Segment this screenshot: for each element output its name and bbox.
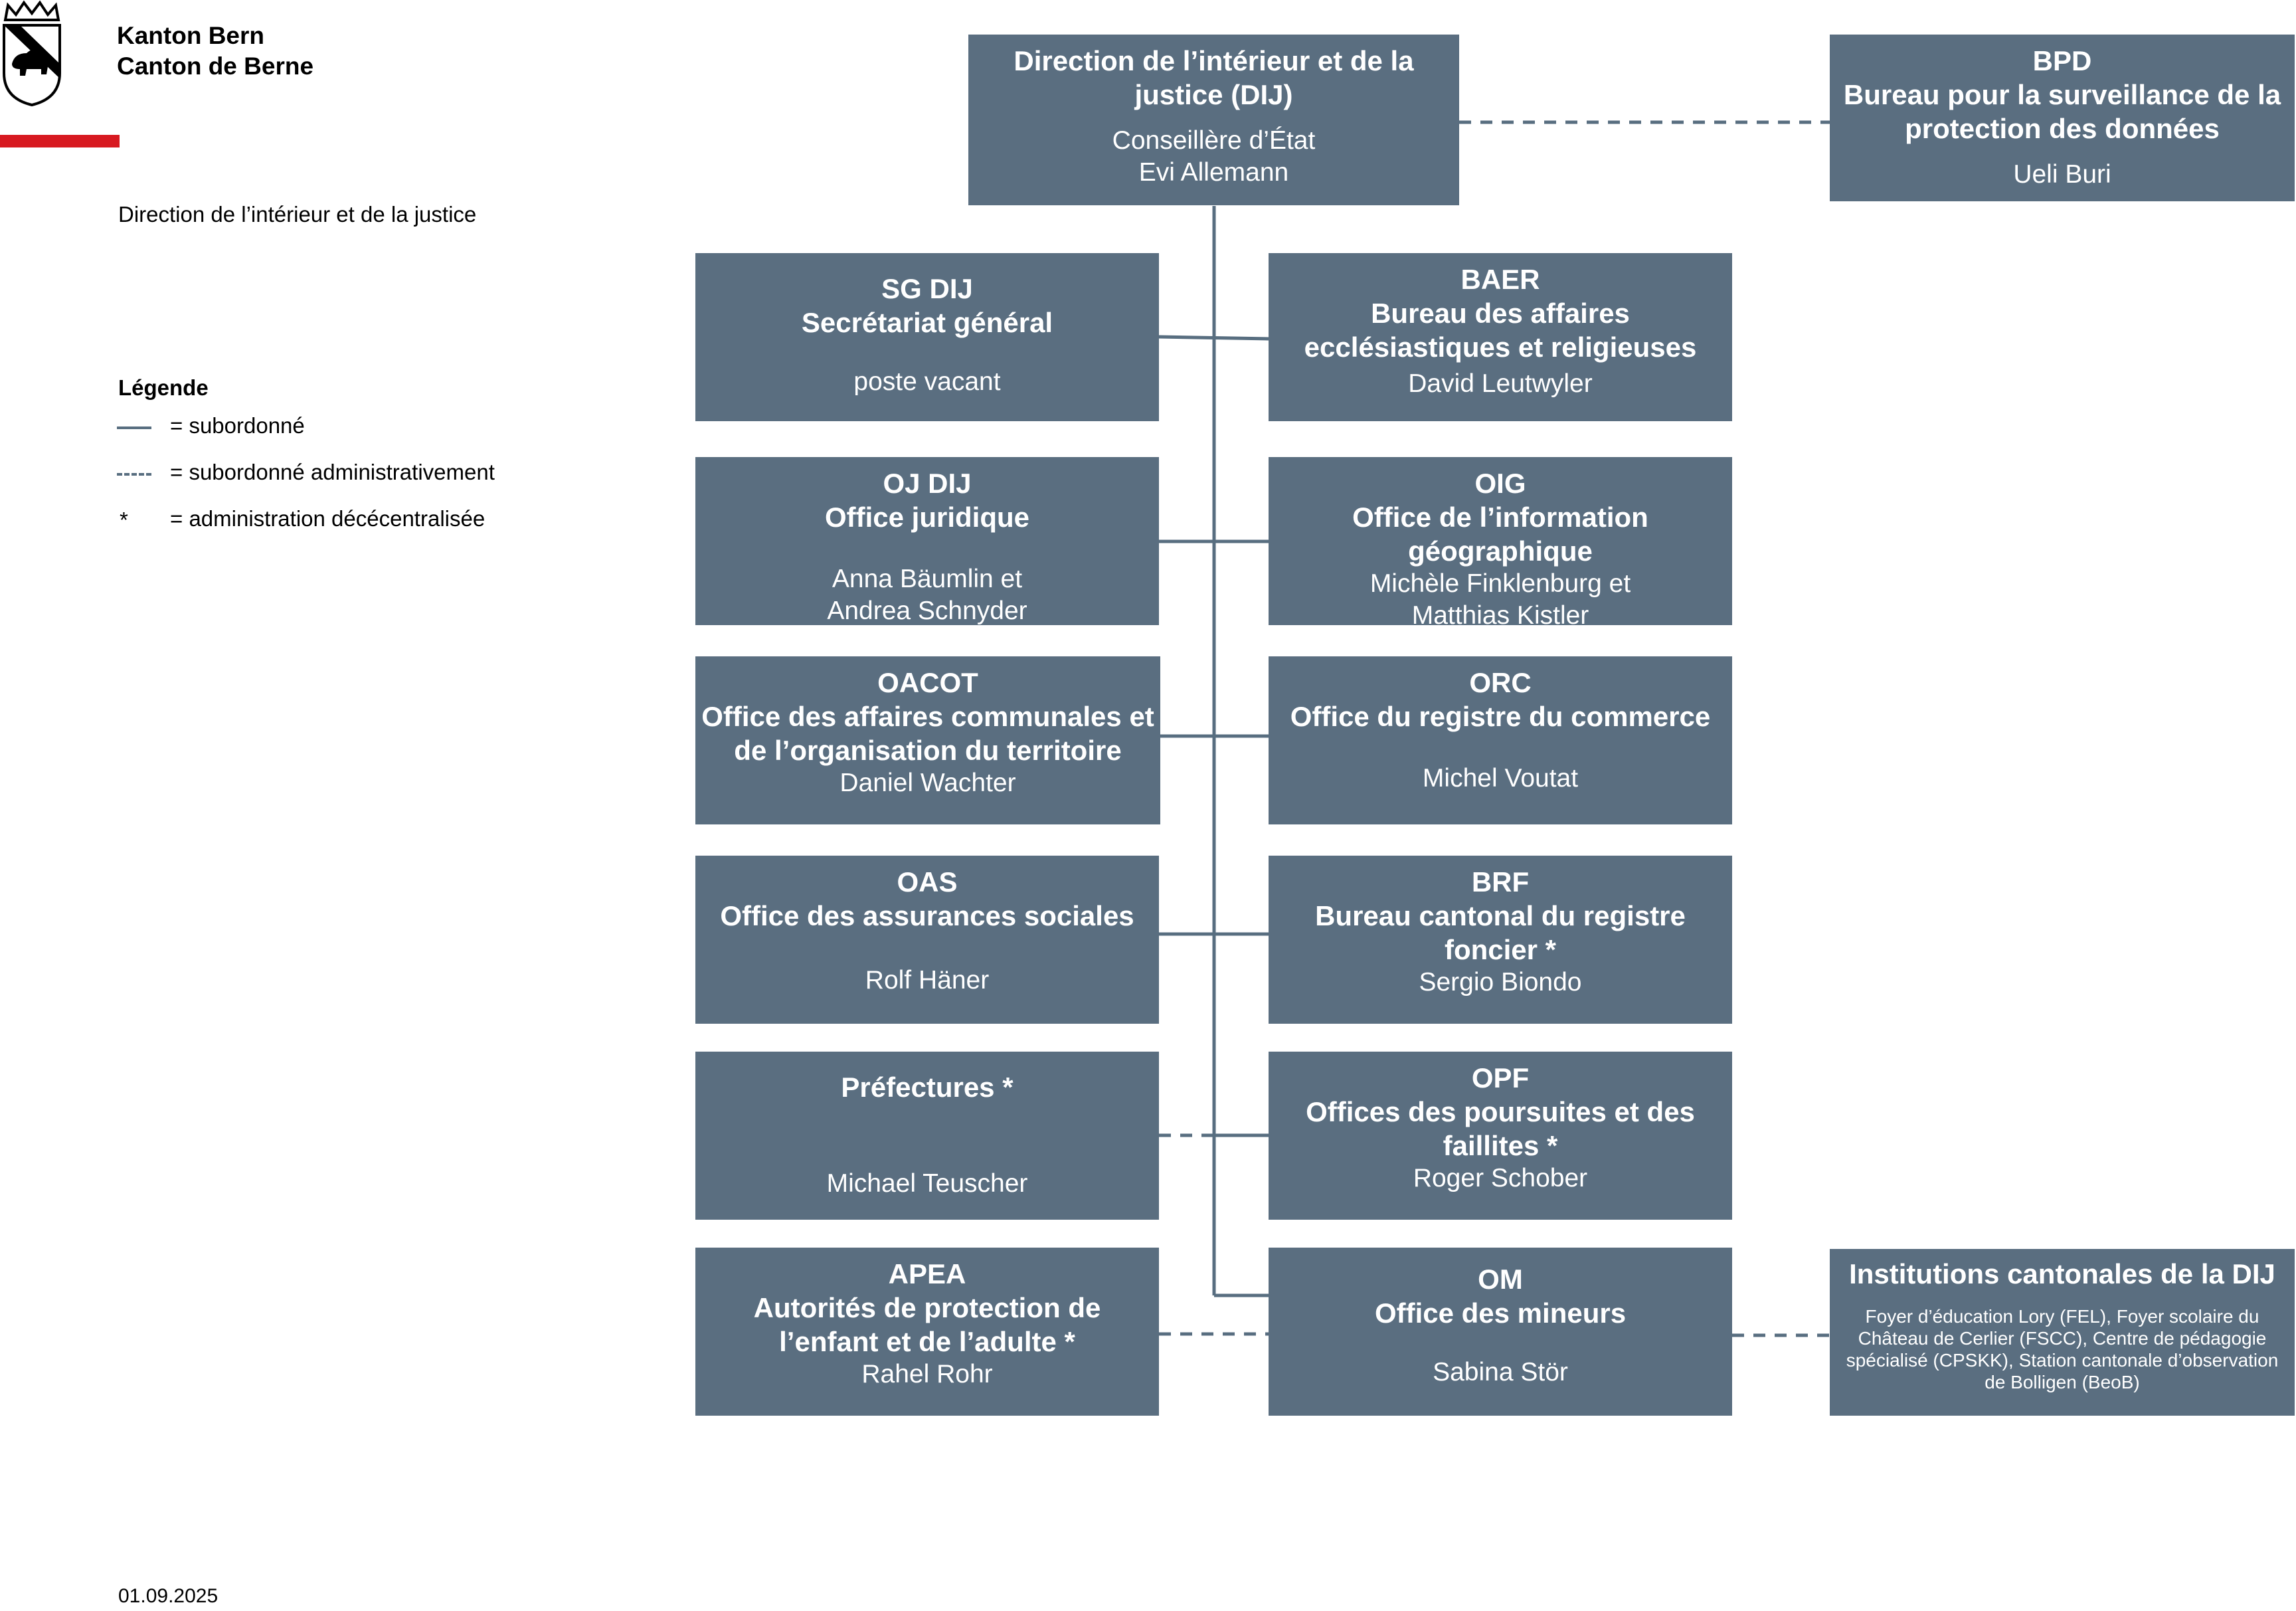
box-abbr: BPD [2032, 45, 2092, 76]
box-abbr: ORC [1469, 667, 1532, 698]
org-box-dij: Direction de l’intérieur et de la justic… [968, 35, 1459, 205]
box-title: Secrétariat général [801, 307, 1053, 338]
legend-title: Légende [118, 375, 209, 400]
box-abbr: OIG [1474, 468, 1526, 499]
box-person: Evi Allemann [1138, 158, 1289, 187]
org-box-opf: OPF Offices des poursuites et des failli… [1269, 1052, 1732, 1220]
bern-coat-of-arms-icon [2, 0, 61, 106]
canton-name-de: Kanton Bern [117, 22, 264, 49]
box-title: foncier * [1444, 934, 1557, 965]
box-person: Rolf Häner [865, 966, 990, 995]
box-abbr: OAS [897, 866, 958, 898]
box-title: Bureau pour la surveillance de la [1843, 79, 2281, 110]
box-person: Daniel Wachter [839, 769, 1016, 797]
connector-sg-baer [1158, 335, 1269, 341]
box-abbr: OACOT [877, 667, 978, 698]
legend-label: = subordonné administrativement [170, 460, 495, 484]
org-box-brf: BRF Bureau cantonal du registre foncier … [1269, 856, 1732, 1024]
box-title: protection des données [1905, 113, 2220, 144]
box-person: Andrea Schnyder [827, 597, 1027, 625]
org-box-orc: ORC Office du registre du commerce Miche… [1269, 656, 1732, 824]
box-title: l’enfant et de l’adulte * [779, 1326, 1075, 1357]
box-title: Bureau cantonal du registre [1315, 900, 1686, 931]
org-box-institutions: Institutions cantonales de la DIJ Foyer … [1830, 1249, 2295, 1416]
org-box-apea: APEA Autorités de protection de l’enfant… [695, 1248, 1159, 1416]
org-box-oj-dij: OJ DIJ Office juridique Anna Bäumlin et … [695, 457, 1159, 625]
box-person: Michèle Finklenburg et [1369, 569, 1631, 598]
box-abbr: BRF [1471, 866, 1530, 898]
box-person: Michel Voutat [1422, 764, 1579, 793]
box-abbr: OPF [1471, 1062, 1530, 1093]
box-abbr: OJ DIJ [883, 468, 972, 499]
box-title: Préfectures * [841, 1072, 1014, 1103]
box-title: Office des affaires communales et [701, 701, 1154, 732]
box-title: Institutions cantonales de la DIJ [1849, 1258, 2275, 1289]
box-person: Ueli Buri [2013, 160, 2111, 189]
box-person: Michael Teuscher [826, 1169, 1028, 1198]
solid-line-icon [117, 426, 151, 429]
box-person: David Leutwyler [1408, 369, 1593, 398]
org-box-oacot: OACOT Office des affaires communales et … [695, 656, 1160, 824]
box-title: Office des mineurs [1374, 1297, 1627, 1329]
box-role: Conseillère d’État [1112, 126, 1316, 155]
org-box-oig: OIG Office de l’information géographique… [1269, 457, 1732, 630]
box-title: ecclésiastiques et religieuses [1304, 332, 1697, 363]
box-title: Autorités de protection de [753, 1292, 1101, 1323]
box-person: Matthias Kistler [1411, 601, 1589, 630]
box-abbr: APEA [888, 1258, 966, 1289]
box-title: Office du registre du commerce [1290, 701, 1711, 732]
box-title: géographique [1408, 535, 1593, 567]
page-subtitle: Direction de l’intérieur et de la justic… [118, 202, 477, 227]
box-title: Office juridique [824, 502, 1030, 533]
box-title: justice (DIJ) [1134, 79, 1293, 110]
dashed-line-icon [117, 473, 151, 476]
box-person: Sabina Stör [1433, 1358, 1568, 1386]
brand-red-bar [0, 135, 120, 147]
org-box-om: OM Office des mineurs Sabina Stör [1269, 1248, 1732, 1416]
org-box-bpd: BPD Bureau pour la surveillance de la pr… [1830, 35, 2295, 201]
box-person: Rahel Rohr [861, 1360, 993, 1388]
box-person: Roger Schober [1413, 1164, 1588, 1192]
legend-label: = administration décécentralisée [170, 506, 486, 531]
box-abbr: BAER [1460, 264, 1540, 295]
box-title: de l’organisation du territoire [734, 735, 1122, 766]
box-title: Office des assurances sociales [720, 900, 1134, 931]
asterisk-icon: * [120, 508, 128, 532]
box-title: Office de l’information [1352, 502, 1648, 533]
box-description: Foyer d’éducation Lory (FEL), Foyer scol… [1846, 1306, 2279, 1392]
legend-label: = subordonné [170, 413, 305, 438]
document-date: 01.09.2025 [118, 1585, 219, 1607]
org-box-sg-dij: SG DIJ Secrétariat général poste vacant [695, 253, 1159, 421]
box-title: faillites * [1443, 1130, 1558, 1161]
box-title: Bureau des affaires [1371, 298, 1630, 329]
org-box-oas: OAS Office des assurances sociales Rolf … [695, 856, 1159, 1024]
org-box-baer: BAER Bureau des affaires ecclésiastiques… [1269, 253, 1732, 421]
box-person: Anna Bäumlin et [832, 565, 1023, 593]
org-box-prefectures: Préfectures * Michael Teuscher [695, 1052, 1159, 1220]
box-title: Direction de l’intérieur et de la [1014, 45, 1414, 76]
box-title: Offices des poursuites et des [1306, 1096, 1695, 1127]
box-person: Sergio Biondo [1419, 968, 1582, 996]
box-person: poste vacant [853, 367, 1001, 396]
box-abbr: SG DIJ [881, 273, 973, 304]
box-abbr: OM [1478, 1264, 1523, 1295]
canton-name-fr: Canton de Berne [117, 52, 314, 80]
